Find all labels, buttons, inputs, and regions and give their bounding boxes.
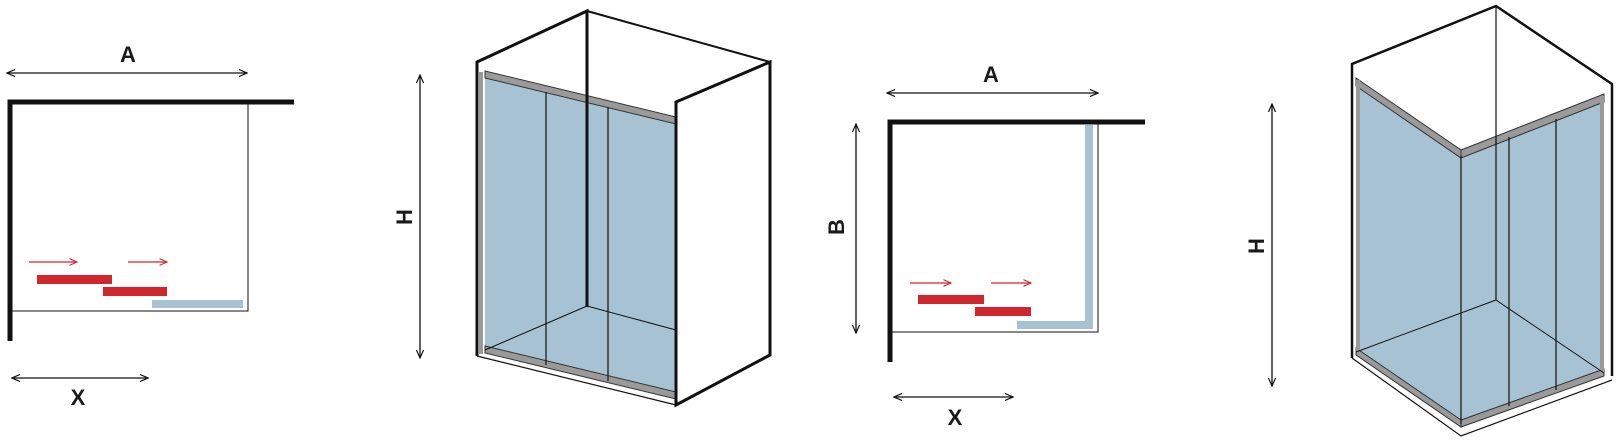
plan-view-niche: A X	[7, 42, 294, 410]
glass-panel-front	[1461, 100, 1604, 424]
shower-tray-outline	[10, 102, 249, 312]
dimension-h-label: H	[392, 209, 417, 225]
dimension-x-label: X	[71, 385, 86, 410]
floor-line	[1355, 299, 1497, 353]
dimension-a-label: A	[983, 62, 999, 87]
dimension-b-label: B	[824, 219, 849, 235]
fixed-panel	[152, 300, 243, 308]
floor-line	[586, 305, 677, 331]
glass-panel	[485, 77, 676, 397]
glass-panel-side	[1356, 84, 1461, 424]
dimension-x-label: X	[948, 405, 963, 430]
dimension-a-label: A	[120, 42, 136, 67]
left-wall	[475, 8, 589, 356]
sliding-panel	[975, 307, 1031, 316]
base-edge	[1351, 357, 1613, 437]
base-edge	[476, 355, 677, 406]
right-wall	[674, 59, 772, 408]
walls	[7, 99, 294, 341]
floor-line	[1495, 299, 1605, 374]
fixed-panel-corner	[1017, 125, 1093, 329]
shower-tray-outline	[890, 122, 1099, 333]
perspective-view-niche: H	[392, 8, 772, 408]
walls	[887, 119, 1145, 362]
plan-view-corner: A B X	[824, 62, 1145, 430]
enclosure-walls	[1350, 4, 1614, 376]
dimension-h-label: H	[1244, 238, 1269, 254]
back-wall-top	[586, 10, 771, 63]
sliding-panel	[37, 275, 112, 284]
perspective-view-corner: H	[1244, 4, 1614, 437]
floor-line	[484, 305, 588, 351]
sliding-panel	[918, 295, 984, 304]
sliding-panel	[103, 287, 167, 296]
